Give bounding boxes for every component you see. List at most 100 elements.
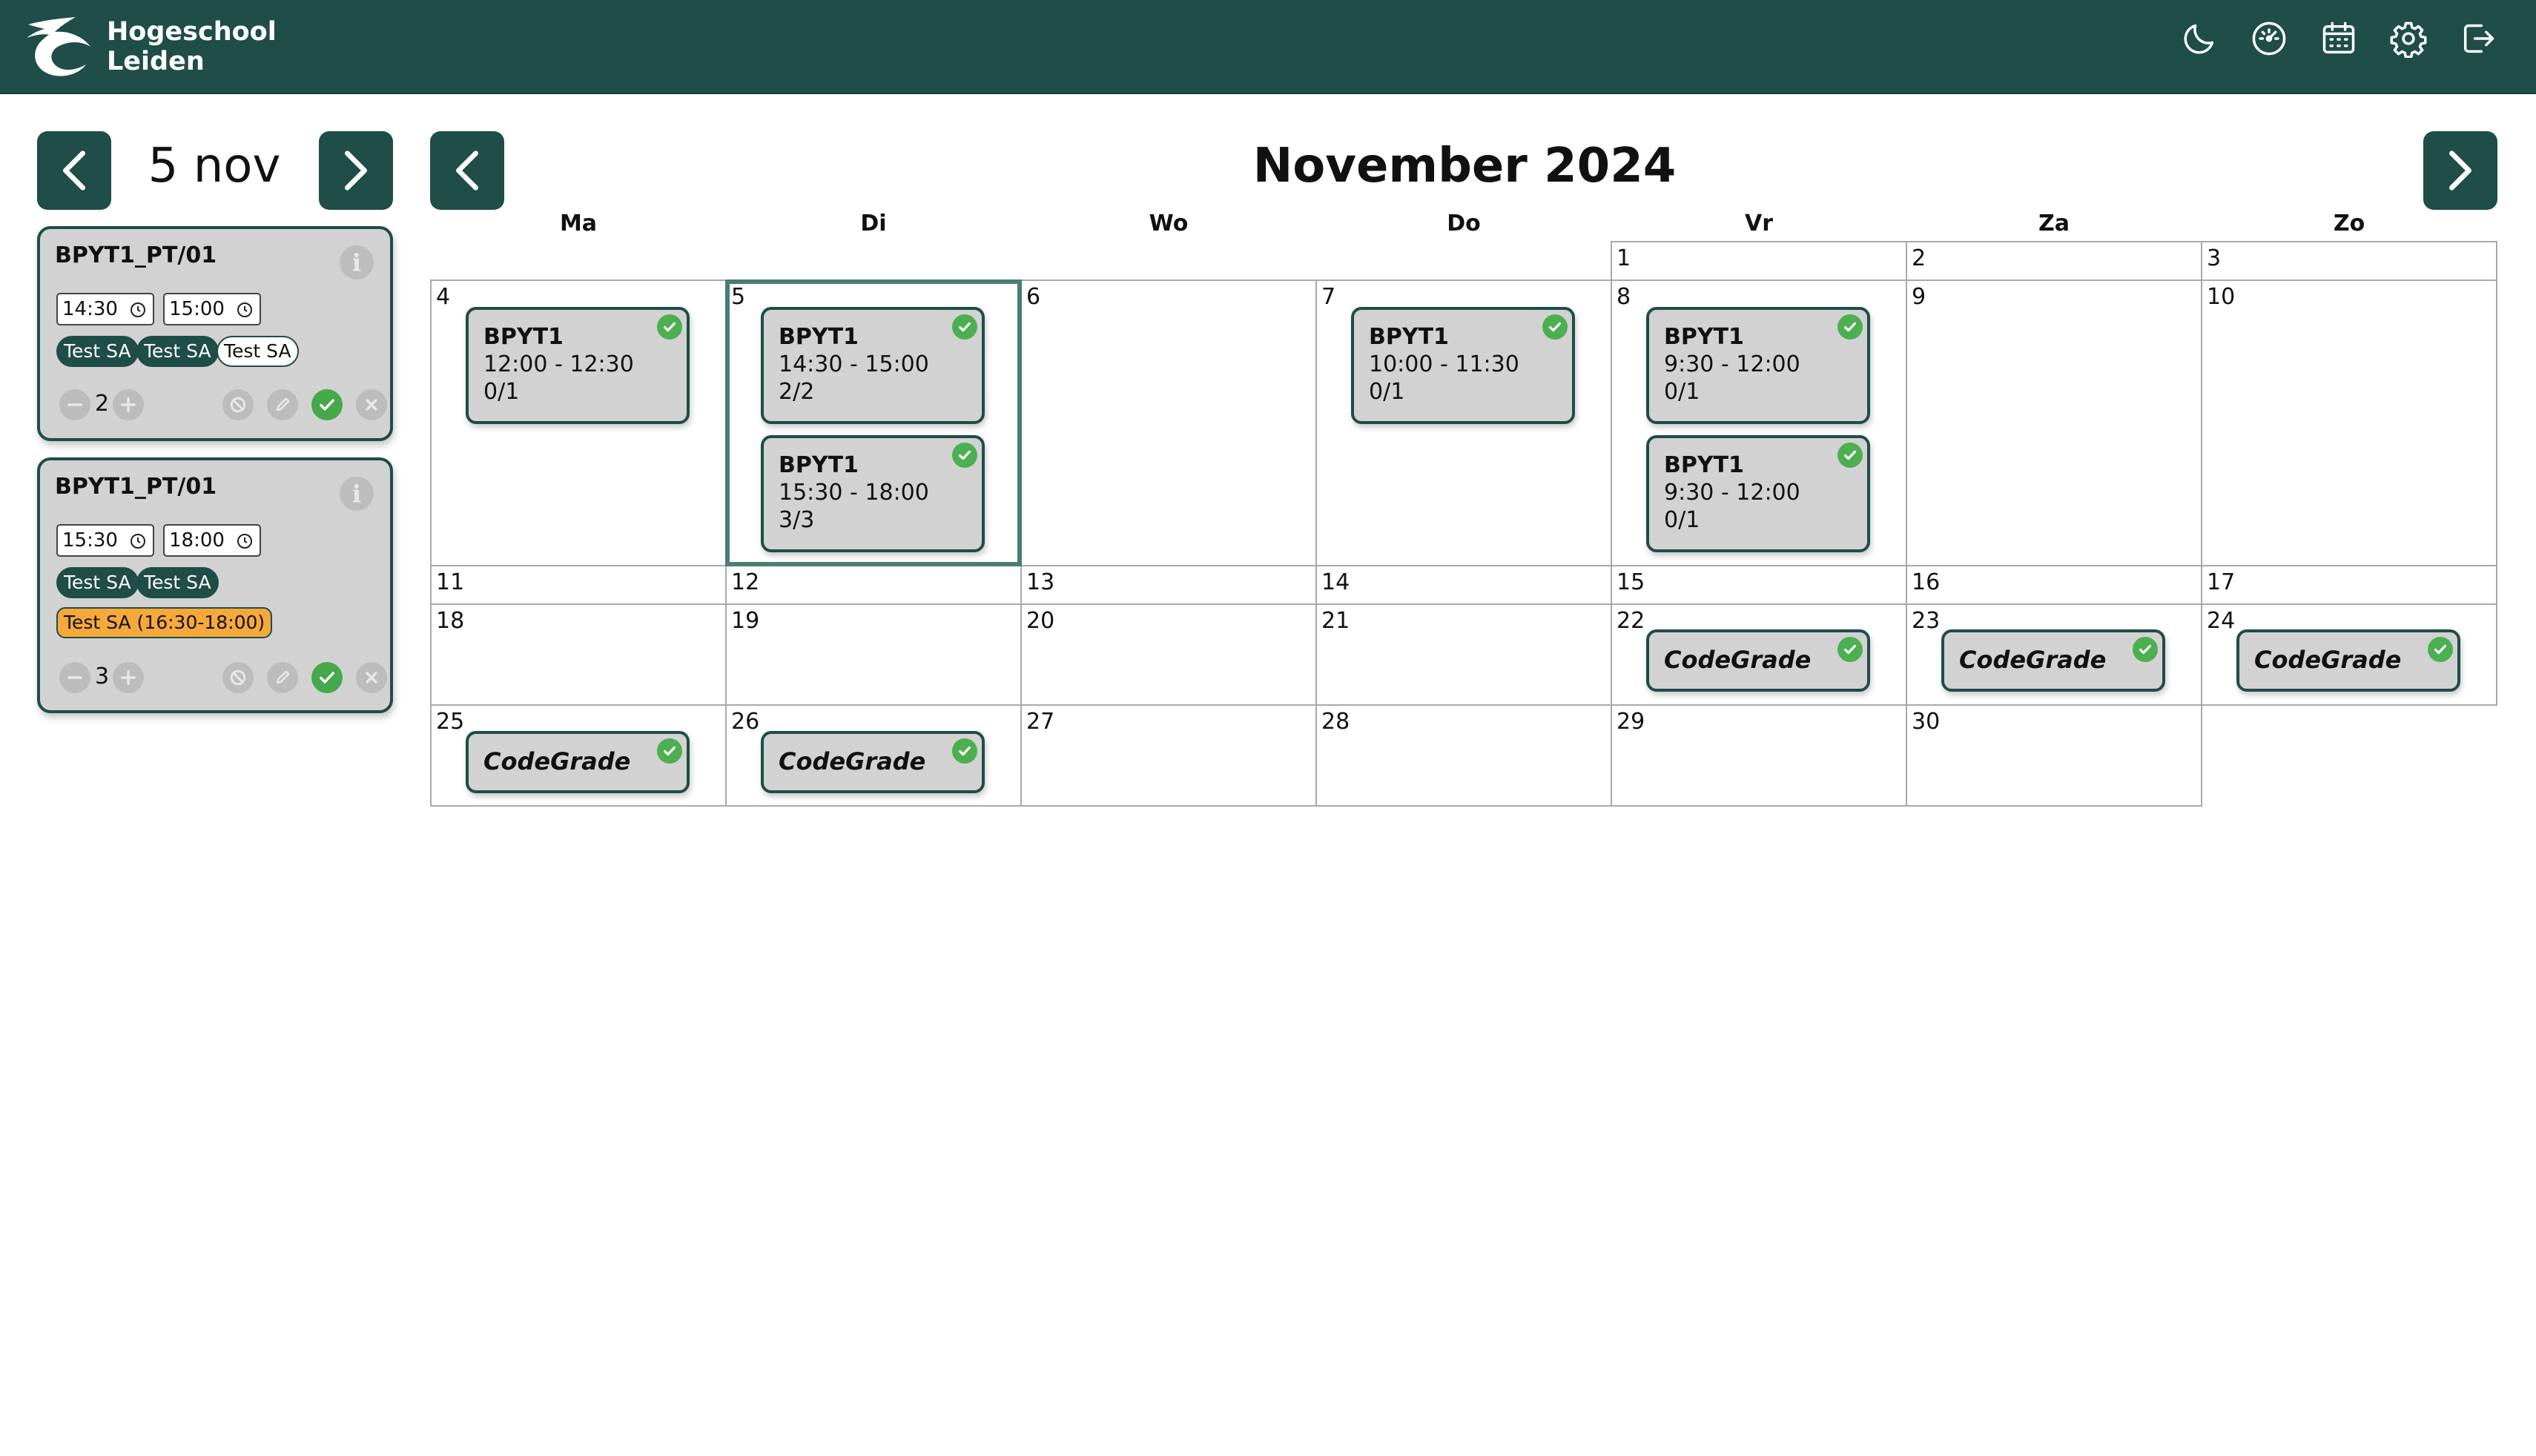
gear-icon[interactable] xyxy=(2388,18,2429,59)
confirmed-check-icon xyxy=(952,314,977,340)
day-number: 21 xyxy=(1321,608,1350,634)
assistant-tag[interactable]: Test SA xyxy=(217,336,299,367)
calendar-day[interactable]: 27 xyxy=(1020,704,1317,807)
header-icon-bar xyxy=(2179,18,2499,59)
session-event[interactable]: BPYT1 10:00 - 11:30 0/1 xyxy=(1351,307,1575,424)
assistant-tag[interactable]: Test SA xyxy=(136,567,219,598)
confirm-button[interactable] xyxy=(311,662,343,693)
codegrade-event[interactable]: CodeGrade xyxy=(761,731,985,793)
assistant-tag-partial[interactable]: Test SA (16:30-18:00) xyxy=(56,607,273,638)
day-number: 18 xyxy=(436,608,465,634)
day-number: 13 xyxy=(1026,569,1055,595)
calendar-day[interactable]: 28 xyxy=(1315,704,1612,807)
day-number: 28 xyxy=(1321,709,1350,735)
info-icon[interactable]: i xyxy=(340,477,374,511)
increase-button[interactable] xyxy=(113,389,144,420)
time-slot-card[interactable]: BPYT1_PT/01 i 14:30 15:00 Test SA Test S… xyxy=(37,226,393,441)
event-time: 12:00 - 12:30 xyxy=(483,351,634,377)
calendar-day[interactable]: 10 xyxy=(2201,279,2497,566)
block-button[interactable] xyxy=(222,389,254,420)
calendar-day[interactable]: 29 xyxy=(1611,704,1907,807)
previous-month-button[interactable] xyxy=(430,131,504,210)
next-day-button[interactable] xyxy=(319,131,393,210)
event-count: 3/3 xyxy=(779,507,815,533)
selected-day-label: 5 nov xyxy=(148,139,281,193)
next-month-button[interactable] xyxy=(2423,131,2497,210)
clock-icon xyxy=(237,534,252,549)
calendar-day[interactable]: 14 xyxy=(1315,565,1612,605)
clock-icon xyxy=(131,302,145,317)
calendar-day[interactable]: 3 xyxy=(2201,241,2497,281)
dashboard-icon[interactable] xyxy=(2248,18,2290,59)
calendar-day[interactable]: 11 xyxy=(430,565,727,605)
day-number: 17 xyxy=(2207,569,2236,595)
calendar-day[interactable]: 13 xyxy=(1020,565,1317,605)
calendar-day[interactable]: 19 xyxy=(725,603,1022,706)
day-number: 4 xyxy=(436,284,451,310)
calendar-day[interactable]: 9 xyxy=(1906,279,2202,566)
codegrade-event[interactable]: CodeGrade xyxy=(1941,629,2165,692)
previous-day-button[interactable] xyxy=(37,131,111,210)
day-number: 19 xyxy=(731,608,760,634)
end-time-input[interactable]: 15:00 xyxy=(163,293,261,325)
session-event[interactable]: BPYT1 15:30 - 18:00 3/3 xyxy=(761,435,985,552)
calendar-day[interactable]: 15 xyxy=(1611,565,1907,605)
decrease-button[interactable] xyxy=(59,662,90,693)
calendar-day[interactable]: 20 xyxy=(1020,603,1317,706)
day-number: 20 xyxy=(1026,608,1055,634)
start-time-input[interactable]: 15:30 xyxy=(56,524,154,557)
weekday-label: Ma xyxy=(559,211,598,236)
checkmark-icon xyxy=(320,399,334,411)
calendar-day[interactable]: 30 xyxy=(1906,704,2202,807)
block-button[interactable] xyxy=(222,662,254,693)
logo-line-2: Leiden xyxy=(107,47,205,76)
start-time-input[interactable]: 14:30 xyxy=(56,293,154,325)
calendar-icon[interactable] xyxy=(2318,18,2360,59)
calendar-day[interactable]: 1 xyxy=(1611,241,1907,281)
info-icon[interactable]: i xyxy=(340,245,374,279)
end-time-input[interactable]: 18:00 xyxy=(163,524,261,557)
calendar-day[interactable]: 6 xyxy=(1020,279,1317,566)
pencil-icon xyxy=(276,397,290,411)
calendar-day[interactable]: 2 xyxy=(1906,241,2202,281)
assistant-tag[interactable]: Test SA xyxy=(56,336,139,367)
codegrade-event[interactable]: CodeGrade xyxy=(1646,629,1870,692)
calendar-day[interactable]: 16 xyxy=(1906,565,2202,605)
edit-button[interactable] xyxy=(267,389,298,420)
day-number: 12 xyxy=(731,569,760,595)
day-number: 24 xyxy=(2207,608,2236,634)
increase-button[interactable] xyxy=(113,662,144,693)
slot-controls: 2 xyxy=(59,389,387,423)
confirm-button[interactable] xyxy=(311,389,343,420)
session-event[interactable]: BPYT1 9:30 - 12:00 0/1 xyxy=(1646,435,1870,552)
weekday-label: Za xyxy=(2038,211,2070,236)
logo[interactable]: Hogeschool Leiden xyxy=(22,13,277,80)
delete-button[interactable] xyxy=(356,389,387,420)
confirmed-check-icon xyxy=(657,738,682,764)
calendar-day[interactable]: 21 xyxy=(1315,603,1612,706)
day-number: 14 xyxy=(1321,569,1350,595)
decrease-button[interactable] xyxy=(59,389,90,420)
session-event[interactable]: BPYT1 14:30 - 15:00 2/2 xyxy=(761,307,985,424)
codegrade-event[interactable]: CodeGrade xyxy=(2236,629,2460,692)
edit-button[interactable] xyxy=(267,662,298,693)
time-slot-card[interactable]: BPYT1_PT/01 i 15:30 18:00 Test SA Test S… xyxy=(37,457,393,713)
event-count: 0/1 xyxy=(1664,379,1700,405)
logout-icon[interactable] xyxy=(2457,18,2499,59)
capacity-count: 3 xyxy=(95,664,110,689)
delete-button[interactable] xyxy=(356,662,387,693)
calendar-day[interactable]: 18 xyxy=(430,603,727,706)
moon-icon[interactable] xyxy=(2179,18,2220,59)
calendar-day[interactable]: 17 xyxy=(2201,565,2497,605)
session-event[interactable]: BPYT1 12:00 - 12:30 0/1 xyxy=(466,307,690,424)
slot-title: BPYT1_PT/01 xyxy=(55,474,217,500)
confirmed-check-icon xyxy=(952,443,977,468)
weekday-label: Wo xyxy=(1149,211,1189,236)
session-event[interactable]: BPYT1 9:30 - 12:00 0/1 xyxy=(1646,307,1870,424)
codegrade-event[interactable]: CodeGrade xyxy=(466,731,690,793)
day-number: 2 xyxy=(1912,245,1926,271)
assistant-tag[interactable]: Test SA xyxy=(56,567,139,598)
calendar-day[interactable]: 12 xyxy=(725,565,1022,605)
assistant-tag[interactable]: Test SA xyxy=(136,336,219,367)
day-number: 6 xyxy=(1026,284,1041,310)
